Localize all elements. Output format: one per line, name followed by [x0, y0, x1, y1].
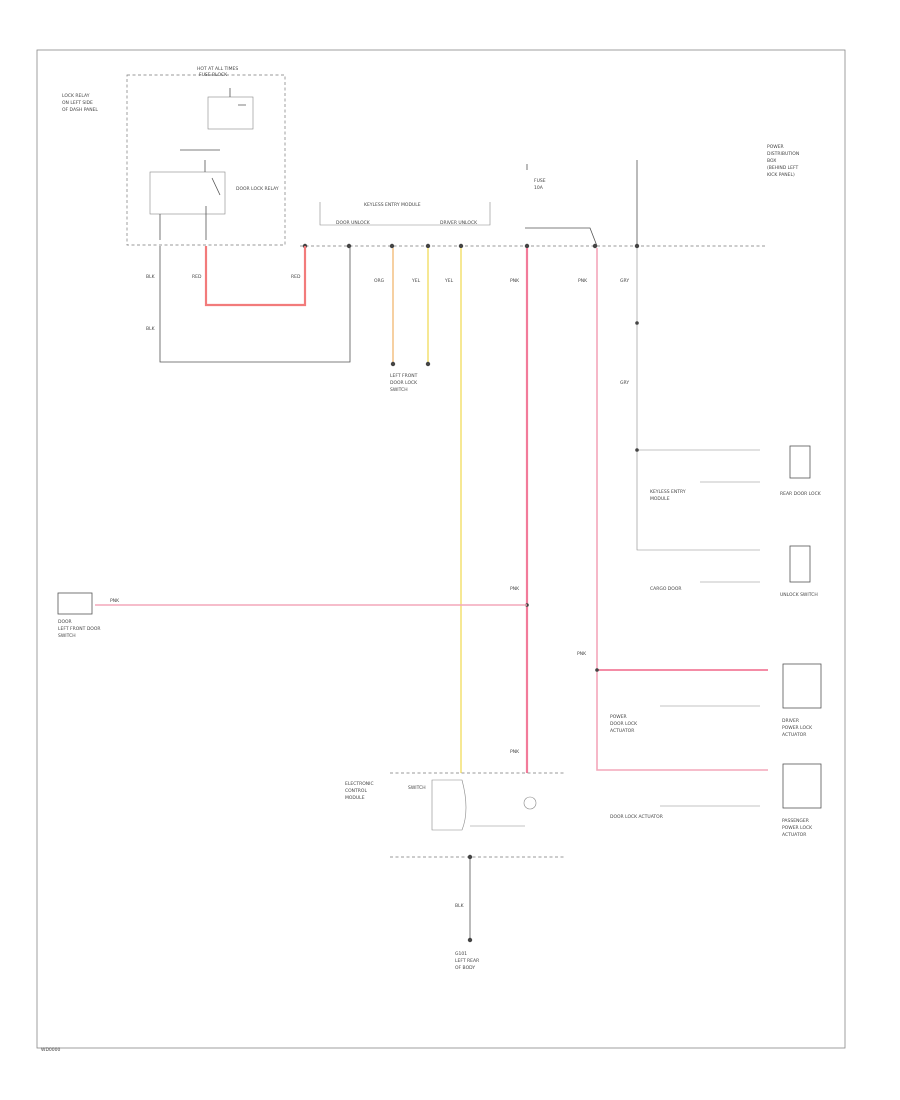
ground-c: OF BODY: [455, 965, 475, 971]
unlock-switch-label: UNLOCK SWITCH: [780, 592, 818, 598]
driver-actuator-box: [782, 663, 822, 709]
ground-pin-top: [467, 854, 473, 860]
passenger-c: ACTUATOR: [782, 832, 806, 838]
left-sensor-c: SWITCH: [58, 633, 76, 639]
relay-name: DOOR LOCK RELAY: [236, 186, 279, 192]
ground-module-switch: [431, 779, 467, 831]
fuse-box-title: HOT AT ALL TIMES: [197, 66, 238, 72]
splice-right: [595, 668, 599, 672]
red-label-right: RED: [291, 274, 301, 280]
left-module-label-c: OF DASH PANEL: [62, 107, 98, 113]
ground-wire-label: BLK: [455, 903, 465, 909]
fuse-top-wire: [525, 164, 598, 247]
passenger-actuator-box: [782, 763, 822, 809]
center-box-title: KEYLESS ENTRY MODULE: [364, 202, 421, 208]
lock-cyl-c: SWITCH: [390, 387, 408, 393]
ground-switch-label: SWITCH: [408, 785, 426, 791]
yel-label: YEL: [411, 278, 421, 284]
red-wire: [204, 246, 307, 307]
power-lock-c: ACTUATOR: [610, 728, 634, 734]
left-sensor-box: [57, 592, 93, 615]
right-top-a: POWER: [767, 144, 784, 150]
relay-box: [149, 171, 226, 215]
fuse-top-label-b: 10A: [534, 185, 544, 191]
power-lock-b: DOOR LOCK: [610, 721, 638, 727]
left-sensor-a: DOOR: [58, 619, 72, 625]
pnk-label-b: PNK: [510, 586, 520, 592]
key-module-b: MODULE: [650, 496, 670, 502]
ground-pin-bottom: [467, 937, 473, 943]
ground-module-b: CONTROL: [345, 788, 367, 794]
blk-label: BLK: [146, 274, 156, 280]
power-lock-a: POWER: [610, 714, 627, 720]
unlock-switch-box: [789, 545, 811, 583]
ground-module-symbol: [523, 796, 537, 810]
pnk-label-a: PNK: [510, 278, 520, 284]
inner-fuse-wires: [229, 88, 246, 106]
gray-splice-top: [635, 321, 639, 325]
pink-right-wire: [596, 248, 768, 771]
fuse-top-label: FUSE: [534, 178, 546, 184]
ground-module-c: MODULE: [345, 795, 365, 801]
right-top-c: BOX: [767, 158, 776, 164]
org-label: ORG: [374, 278, 385, 284]
lock-cyl-b: DOOR LOCK: [390, 380, 418, 386]
yel-long-label: YEL: [444, 278, 454, 284]
pnk-right-label: PNK: [578, 278, 588, 284]
center-sub-b: DRIVER UNLOCK: [440, 220, 478, 226]
ground-a: G101: [455, 951, 467, 957]
left-sensor-b: LEFT FRONT DOOR: [58, 626, 101, 632]
right-top-b: DISTRIBUTION: [767, 151, 799, 157]
right-top-d: (BEHIND LEFT: [767, 165, 799, 171]
gry-label: GRY: [620, 278, 629, 284]
inner-fuse-box: [207, 96, 254, 130]
center-sub-a: DOOR UNLOCK: [336, 220, 371, 226]
fuse-box-outline: [126, 74, 286, 246]
lock-switch-pin-a: [390, 361, 396, 367]
key-module-a: KEYLESS ENTRY: [650, 489, 686, 495]
relay-internals: [159, 149, 221, 240]
fuse-box-sub: FUSE BLOCK: [199, 72, 228, 78]
right-top-e: KICK PANEL): [767, 172, 795, 178]
red-label-left: RED: [192, 274, 202, 280]
gray-splice: [635, 448, 639, 452]
diagram-frame: [36, 49, 846, 1049]
actuator-b: POWER LOCK: [782, 725, 813, 731]
lock-switch-pin-b: [425, 361, 431, 367]
rear-lock-switch-box: [789, 445, 811, 479]
gray-power-wire: [636, 248, 760, 551]
left-module-label-b: ON LEFT SIDE: [62, 100, 93, 106]
gry-label-b: GRY: [620, 380, 629, 386]
lock-cyl-a: LEFT FRONT: [390, 373, 418, 379]
pnk-label-c: PNK: [510, 749, 520, 755]
rear-lock-label: REAR DOOR LOCK: [780, 491, 822, 497]
footer-code: WD0000: [41, 1047, 61, 1053]
passenger-a: PASSENGER: [782, 818, 809, 824]
actuator-c: ACTUATOR: [782, 732, 806, 738]
left-sensor-wire-lbl: PNK: [110, 598, 120, 604]
ground-module-a: ELECTRONIC: [345, 781, 374, 787]
actuator-a: DRIVER: [782, 718, 799, 724]
blk-label-2: BLK: [146, 326, 156, 332]
ground-b: LEFT REAR: [455, 958, 479, 964]
passenger-b: POWER LOCK: [782, 825, 813, 831]
door-actuator-lf: DOOR LOCK ACTUATOR: [610, 814, 663, 820]
cargo-label: CARGO DOOR: [650, 586, 681, 592]
center-module-bracket: [319, 202, 491, 226]
pnk-right-label-b: PNK: [577, 651, 587, 657]
black-wire-loop: [159, 246, 351, 363]
left-module-label-a: LOCK RELAY: [62, 93, 90, 99]
